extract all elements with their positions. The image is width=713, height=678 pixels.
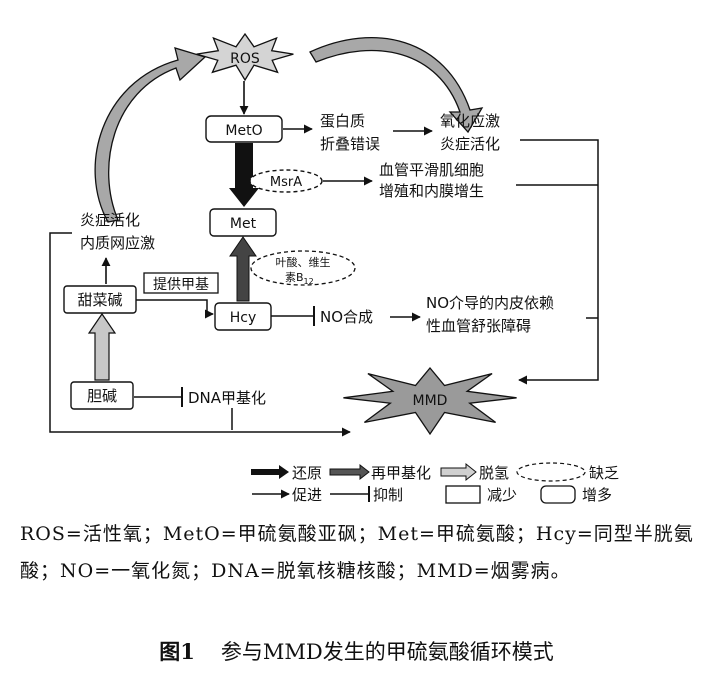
legend-demethyl-label: 脱氢: [479, 464, 509, 482]
legend-decrease-label: 减少: [487, 486, 517, 504]
choline-node: 胆碱: [70, 381, 134, 410]
figure-title: 参与MMD发生的甲硫氨酸循环模式: [220, 640, 554, 664]
legend-lack-label: 缺乏: [589, 464, 619, 482]
met-label: Met: [230, 216, 257, 232]
folate-label-2: 素B12: [285, 271, 314, 286]
meto-node: MetO: [205, 115, 283, 143]
legend-remethyl-arrow: [329, 463, 370, 481]
meto-label: MetO: [225, 123, 262, 139]
provide-methyl-label: 提供甲基: [153, 276, 209, 293]
legend-remethyl-label: 再甲基化: [371, 464, 431, 482]
msra-node: MsrA: [249, 169, 323, 193]
figure-number: 图1: [159, 639, 195, 664]
legend-demethyl-arrow: [440, 462, 477, 482]
figure-caption: 图1 参与MMD发生的甲硫氨酸循环模式: [0, 636, 713, 666]
oxstress-label-1: 氧化应激: [440, 112, 500, 130]
hcy-label: Hcy: [230, 310, 257, 326]
remethylation-arrow: [229, 236, 257, 302]
no-dysfunction-label-1: NO介导的内皮依赖: [426, 294, 554, 312]
mmd-node: MMD: [343, 366, 517, 436]
legend-inhibit-label: 抑制: [373, 486, 403, 504]
inflammation-label-2: 内质网应激: [80, 234, 155, 252]
hcy-node: Hcy: [214, 302, 272, 331]
no-synthesis-label: NO合成: [320, 308, 373, 326]
legend-reduce-arrow: [251, 465, 289, 479]
ros-label: ROS: [230, 51, 260, 67]
inflammation-label-1: 炎症活化: [80, 211, 140, 229]
legend-reduce-label: 还原: [292, 464, 322, 482]
ros-node: ROS: [196, 32, 294, 82]
methionine-cycle-diagram: ROS MetO 蛋白质 折叠错误 氧化应激 炎症活化 MsrA 血管平滑肌细胞…: [49, 32, 619, 504]
reduction-arrow: [229, 143, 259, 207]
legend-promote-label: 促进: [292, 486, 322, 504]
legend-increase-label: 增多: [582, 486, 612, 504]
curved-arrow-inflammation-to-ros: [94, 47, 207, 223]
msra-label: MsrA: [270, 175, 302, 190]
met-node: Met: [209, 208, 277, 237]
misfold-label-1: 蛋白质: [320, 112, 365, 130]
dna-methylation-label: DNA甲基化: [188, 389, 266, 407]
misfold-label-2: 折叠错误: [320, 135, 380, 153]
vsmc-label-2: 增殖和内膜增生: [379, 182, 484, 200]
mmd-label: MMD: [413, 393, 448, 409]
curved-arrow-ros-to-oxstress: [309, 37, 484, 134]
folate-b12-node: 叶酸、维生 素B12: [250, 250, 356, 286]
choline-label: 胆碱: [87, 387, 117, 405]
no-dysfunction-label-2: 性血管舒张障碍: [426, 317, 531, 335]
oxstress-label-2: 炎症活化: [440, 135, 500, 153]
abbreviation-note: ROS=活性氧；MetO=甲硫氨酸亚砜；Met=甲硫氨酸；Hcy=同型半胱氨酸；…: [20, 523, 694, 582]
dehydrogenation-arrow: [87, 312, 117, 381]
betaine-label: 甜菜碱: [77, 291, 122, 309]
folate-label-1: 叶酸、维生: [276, 255, 331, 269]
vsmc-label-1: 血管平滑肌细胞: [379, 161, 484, 179]
legend: 还原 再甲基化 脱氢 缺乏 促进 抑制 减少 增多: [251, 462, 619, 504]
betaine-node: 甜菜碱: [63, 285, 137, 314]
